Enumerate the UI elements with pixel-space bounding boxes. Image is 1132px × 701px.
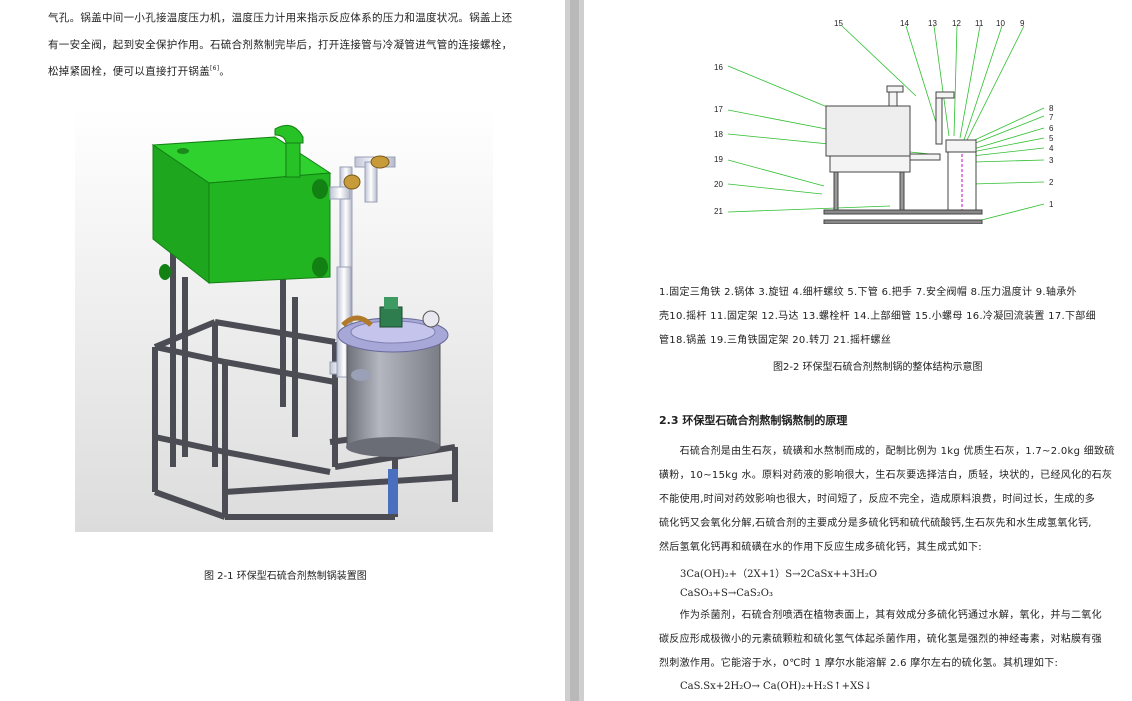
blue-support	[388, 469, 398, 514]
body-line-1: 石硫合剂是由生石灰，硫磺和水熬制而成的，配制比例为 1kg 优质生石灰，1.7~…	[659, 446, 1115, 457]
condenser-tank	[151, 124, 332, 285]
document-page-right: 15 14 13 12 11 10 9 16 17 18 19 20 21 8 …	[584, 0, 1132, 701]
intro-line-2: 有一安全阀，起到安全保护作用。石硫合剂熬制完毕后，打开连接管与冷凝管进气管的连接…	[48, 39, 513, 51]
cooking-pot	[337, 297, 449, 457]
label-12: 12	[952, 19, 961, 28]
intro-line-1: 气孔。锅盖中间一小孔接温度压力机，温度压力计用来指示反应体系的压力和温度状况。锅…	[48, 12, 513, 24]
structure-diagram: 15 14 13 12 11 10 9 16 17 18 19 20 21 8 …	[714, 19, 1054, 224]
body-line-3: 不能使用,时间对药效影响也很大，时间短了，反应不完全，造成原料浪费，时间过长，生…	[659, 494, 1096, 505]
scroll-divider	[570, 0, 579, 701]
body2-line-3: 烈刺激作用。它能溶于水，0℃时 1 摩尔水能溶解 2.6 摩尔左右的硫化氢。其机…	[659, 658, 1059, 669]
parts-line-1: 1.固定三角铁 2.锅体 3.旋钮 4.细杆螺纹 5.下管 6.把手 7.安全阀…	[659, 287, 1077, 298]
label-17: 17	[714, 105, 723, 114]
body-line-4: 硫化钙又会氧化分解,石硫合剂的主要成分是多硫化钙和硫代硫酸钙,生石灰先和水生成氢…	[659, 518, 1092, 529]
diagram-labels: 15 14 13 12 11 10 9 16 17 18 19 20 21 8 …	[714, 19, 1054, 216]
body-line-5: 然后氢氧化钙再和硫磺在水的作用下反应生成多硫化钙，其生成式如下:	[659, 542, 982, 553]
label-2: 2	[1049, 178, 1054, 187]
label-16: 16	[714, 63, 723, 72]
page-gutter	[565, 0, 584, 701]
formula-3: CaS.Sx+2H₂O→ Ca(OH)₂+H₂S↑+XS↓	[680, 681, 873, 692]
citation-ref: [6]	[210, 65, 220, 72]
label-20: 20	[714, 180, 723, 189]
label-10: 10	[996, 19, 1005, 28]
label-7: 7	[1049, 113, 1054, 122]
label-21: 21	[714, 207, 723, 216]
figure-caption-2-2: 图2-2 环保型石硫合剂熬制锅的整体结构示意图	[773, 362, 983, 373]
figure-3d-render	[75, 107, 493, 532]
intro-line-3-end: 。	[219, 65, 231, 78]
parts-line-2: 壳10.摇杆 11.固定架 12.马达 13.螺栓杆 14.上部细管 15.小螺…	[659, 311, 1096, 322]
label-9: 9	[1020, 19, 1025, 28]
label-1: 1	[1049, 200, 1054, 209]
body2-line-2: 碳反应形成极微小的元素硫颗粒和硫化氢气体起杀菌作用，硫化氢是强烈的神经毒素，对粘…	[659, 634, 1102, 645]
label-19: 19	[714, 155, 723, 164]
label-18: 18	[714, 130, 723, 139]
machine-outline	[823, 85, 983, 224]
parts-line-3: 管18.锅盖 19.三角铁固定架 20.转刀 21.摇杆螺丝	[659, 335, 892, 346]
label-5: 5	[1049, 134, 1054, 143]
label-4: 4	[1049, 144, 1054, 153]
label-8: 8	[1049, 104, 1054, 113]
label-14: 14	[900, 19, 909, 28]
document-page-left: 气孔。锅盖中间一小孔接温度压力机，温度压力计用来指示反应体系的压力和温度状况。锅…	[0, 0, 565, 701]
label-3: 3	[1049, 156, 1054, 165]
formula-2: CaSO₃+S→CaS₂O₃	[680, 588, 773, 599]
body-line-2: 磺粉，10~15kg 水。原料对药液的影响很大，生石灰要选择洁白，质轻，块状的，…	[659, 470, 1113, 481]
label-15: 15	[834, 19, 843, 28]
label-11: 11	[975, 19, 984, 28]
intro-line-3: 松掉紧固栓，便可以直接打开锅盖[6]。	[48, 57, 230, 84]
figure-caption-2-1: 图 2-1 环保型石硫合剂熬制锅装置图	[204, 571, 367, 582]
label-6: 6	[1049, 124, 1054, 133]
section-heading: 2.3 环保型石硫合剂熬制锅熬制的原理	[659, 414, 848, 427]
intro-line-3-text: 松掉紧固栓，便可以直接打开锅盖	[48, 65, 210, 78]
label-13: 13	[928, 19, 937, 28]
formula-1: 3Ca(OH)₂+（2X+1）S→2CaSx++3H₂O	[680, 569, 878, 580]
body2-line-1: 作为杀菌剂，石硫合剂喷洒在植物表面上，其有效成分多硫化钙通过水解，氧化，并与二氧…	[659, 610, 1102, 621]
